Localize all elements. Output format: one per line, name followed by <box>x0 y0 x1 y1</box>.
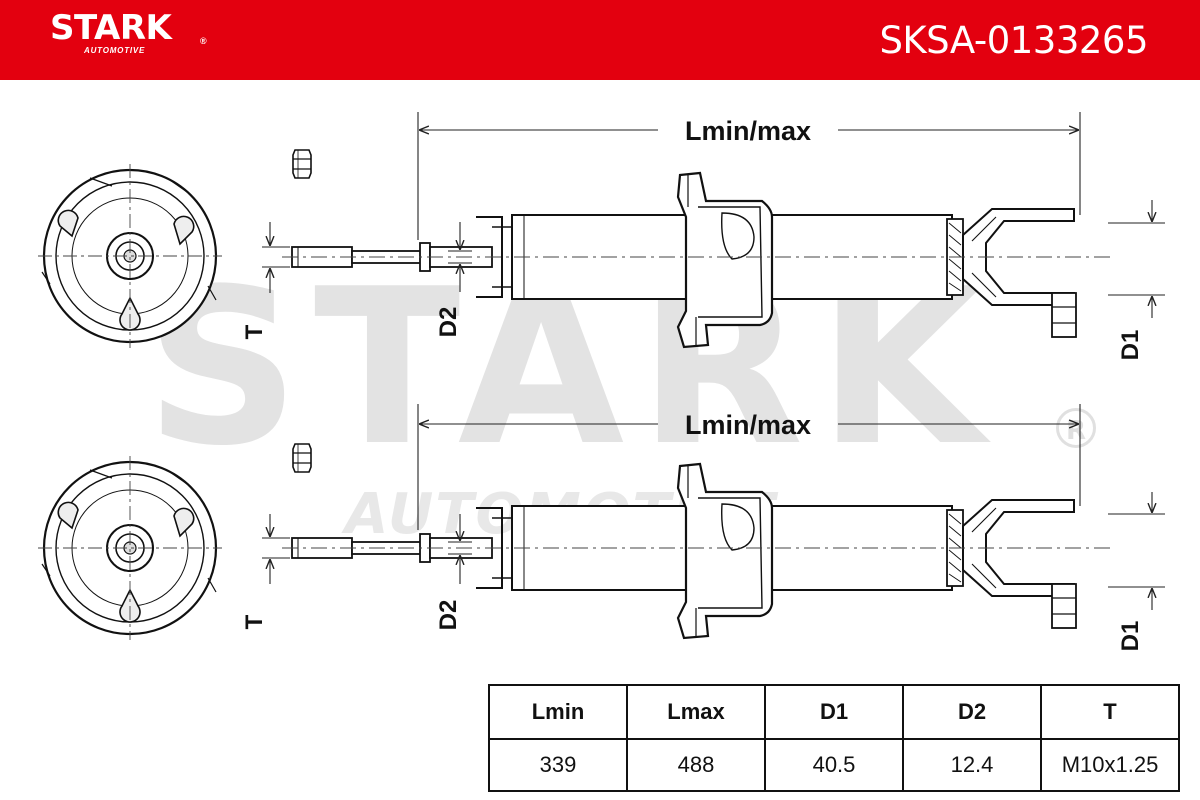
view-2: Lmin/max T D2 D1 <box>36 404 1165 652</box>
shock-absorber-diagram: Lmin/max T D2 D1 Lmin/max T <box>36 112 1165 652</box>
top-mount-plan-view <box>36 162 224 350</box>
spec-value-lmax: 488 <box>626 738 766 792</box>
spec-header-lmin: Lmin <box>488 684 628 740</box>
spec-header-d2: D2 <box>902 684 1042 740</box>
top-mount-plan-view <box>36 454 224 642</box>
spec-header-lmax: Lmax <box>626 684 766 740</box>
length-dimension-label: Lmin/max <box>685 116 811 146</box>
spec-value-row: 339 488 40.5 12.4 M10x1.25 <box>488 738 1180 792</box>
body-dimension-label: D1 <box>1117 330 1144 361</box>
logo-brand-text: STARK <box>50 8 172 48</box>
logo-registered-mark: ® <box>200 36 207 46</box>
stark-logo: STARK ® AUTOMOTIVE <box>50 8 207 55</box>
spec-header-t: T <box>1040 684 1180 740</box>
shock-absorber-side-view <box>280 462 1114 640</box>
mounting-nut-icon <box>292 443 312 473</box>
thread-dimension-label: T <box>241 324 268 339</box>
header-banner: STARK ® AUTOMOTIVE SKSA-0133265 <box>0 0 1200 80</box>
spec-value-d1: 40.5 <box>764 738 904 792</box>
rod-dimension-label: D2 <box>435 600 462 631</box>
body-dimension-label: D1 <box>1117 621 1144 652</box>
spec-value-d2: 12.4 <box>902 738 1042 792</box>
view-1: Lmin/max T D2 D1 <box>36 112 1165 361</box>
logo-subtitle: AUTOMOTIVE <box>84 46 146 55</box>
spec-table: Lmin Lmax D1 D2 T 339 488 40.5 12.4 M10x… <box>488 684 1180 792</box>
part-number: SKSA-0133265 <box>879 19 1148 62</box>
spec-value-t: M10x1.25 <box>1040 738 1180 792</box>
thread-dimension-label: T <box>241 614 268 629</box>
length-dimension-label: Lmin/max <box>685 410 811 440</box>
spec-header-d1: D1 <box>764 684 904 740</box>
shock-absorber-side-view <box>280 171 1114 349</box>
spec-value-lmin: 339 <box>488 738 628 792</box>
spec-header-row: Lmin Lmax D1 D2 T <box>488 684 1180 740</box>
rod-dimension-label: D2 <box>435 307 462 338</box>
mounting-nut-icon <box>292 149 312 179</box>
